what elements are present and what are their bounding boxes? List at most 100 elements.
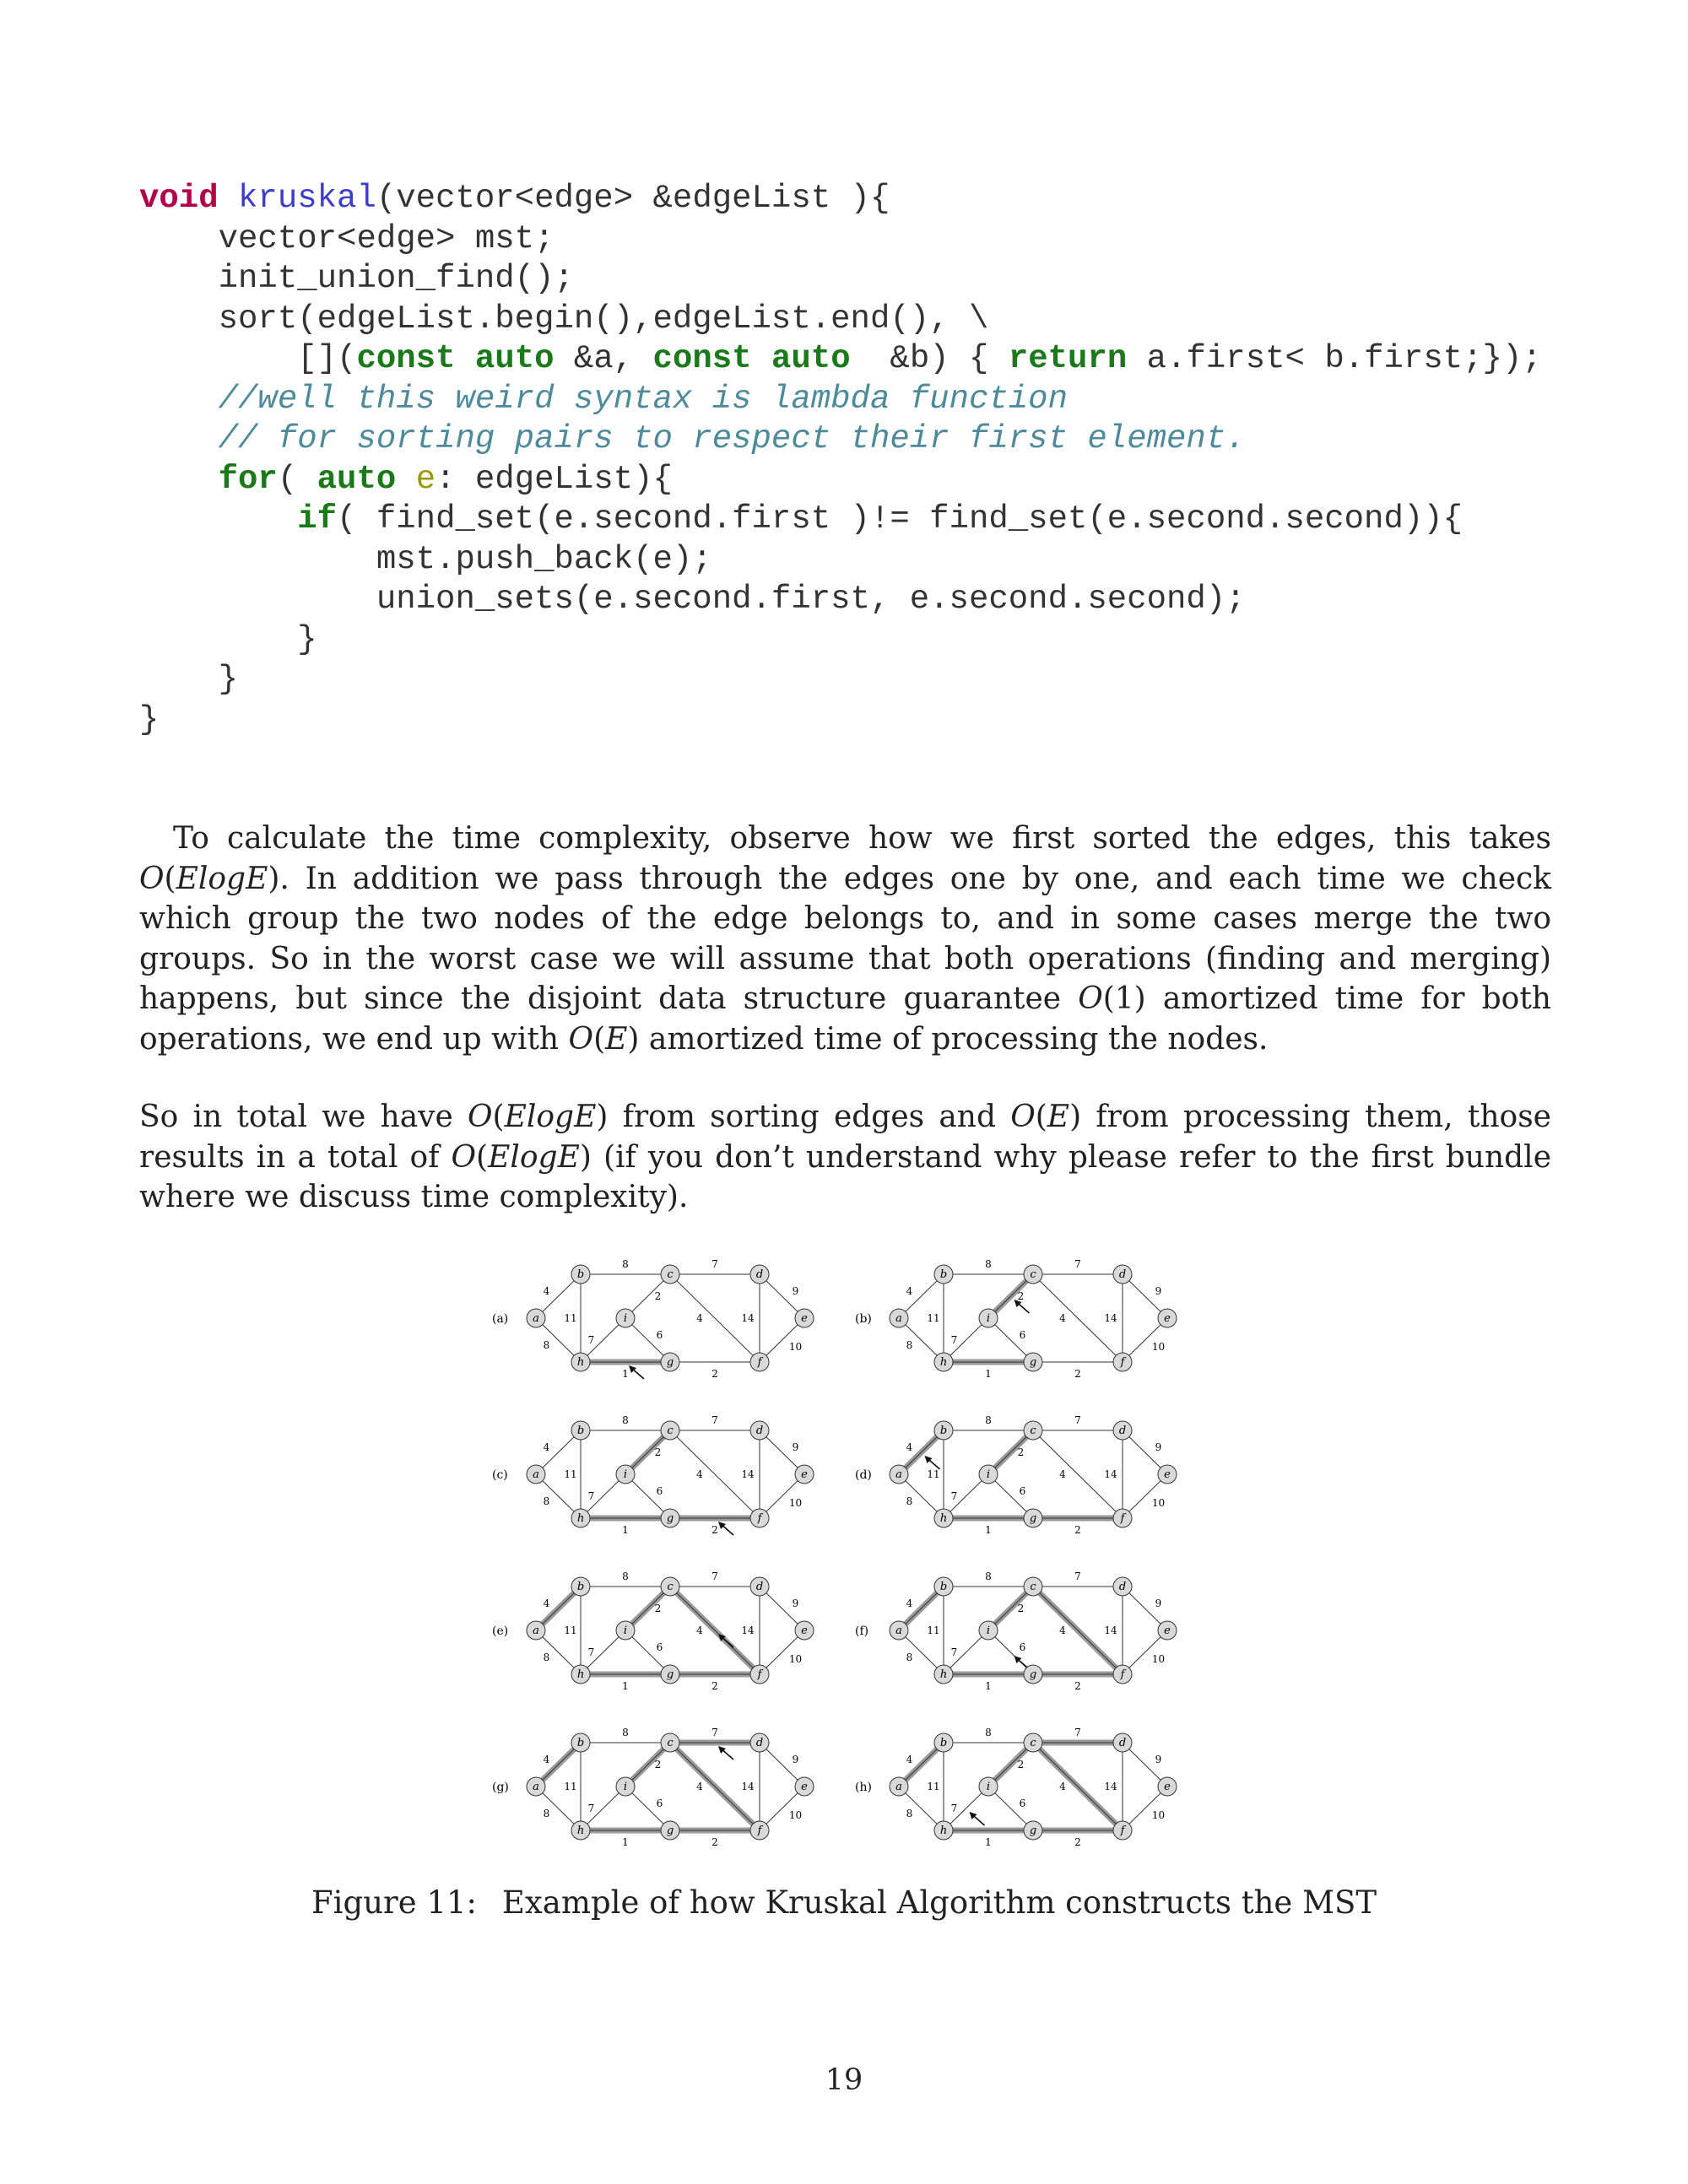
graph-edge — [987, 1473, 1034, 1519]
panel-label: (a) — [492, 1312, 508, 1326]
panel-label: (h) — [855, 1781, 872, 1794]
edge-weight-label: 10 — [789, 1341, 802, 1353]
code-token: (vector<edge> &edgeList ){ — [376, 180, 890, 217]
node-label: c — [667, 1581, 674, 1593]
graph-node — [1023, 1576, 1043, 1597]
graph-edge — [535, 1473, 582, 1519]
arrow-head-icon — [718, 1746, 726, 1754]
graph-node — [571, 1352, 591, 1372]
node-label: c — [667, 1268, 674, 1281]
graph-edge — [759, 1786, 805, 1831]
node-label: h — [577, 1512, 584, 1525]
edge-weight-label: 10 — [789, 1809, 802, 1821]
graph-node — [749, 1820, 770, 1841]
edge-weight-label: 1 — [622, 1368, 629, 1380]
graph-node — [794, 1464, 814, 1484]
edge-weight-label: 4 — [906, 1441, 913, 1453]
code-line: vector<edge> mst; — [139, 219, 1574, 260]
graph-node — [571, 1508, 591, 1528]
edge-weight-label: 7 — [951, 1803, 958, 1814]
math-symbol: E — [1047, 1100, 1070, 1134]
code-token: auto — [474, 340, 555, 377]
graph-edge — [1032, 1742, 1123, 1831]
edge-weight-label: 2 — [1018, 1759, 1025, 1770]
math-symbol: O — [1078, 981, 1103, 1016]
graph-edge — [580, 1786, 626, 1831]
math-symbol: O — [1010, 1100, 1036, 1134]
graph-node — [660, 1508, 680, 1528]
graph-node — [978, 1776, 998, 1797]
edge-weight-label: 7 — [711, 1414, 718, 1426]
graph-edge — [898, 1630, 944, 1675]
node-label: d — [1119, 1737, 1126, 1749]
math-symbol: ElogE — [176, 861, 268, 896]
node-label: i — [624, 1468, 627, 1481]
edge-weight-label: 4 — [544, 1597, 550, 1609]
graph-node — [933, 1352, 954, 1372]
edge-weight-label: 8 — [544, 1808, 550, 1819]
graph-node — [749, 1264, 770, 1284]
graph-edge — [898, 1786, 944, 1831]
math-symbol: O — [468, 1100, 493, 1134]
edge-weight-label: 9 — [1155, 1597, 1162, 1609]
graph-node — [749, 1508, 770, 1528]
edge-weight-label: 7 — [588, 1490, 595, 1502]
edge-weight-label: 7 — [588, 1334, 595, 1346]
code-token: init_union_find(); — [139, 260, 574, 297]
code-line: mst.push_back(e); — [139, 540, 1574, 581]
edge-weight-label: 6 — [1020, 1797, 1026, 1809]
code-line: } — [139, 700, 1574, 741]
edge-weight-label: 6 — [1020, 1641, 1026, 1653]
graph-node — [615, 1620, 636, 1641]
edge-weight-label: 2 — [711, 1368, 718, 1380]
edge-weight-label: 7 — [1074, 1414, 1081, 1426]
node-label: i — [987, 1468, 990, 1481]
node-label: d — [756, 1424, 763, 1437]
edge-weight-label: 4 — [696, 1624, 703, 1636]
edge-weight-label: 4 — [1059, 1312, 1066, 1324]
node-label: f — [757, 1512, 764, 1525]
graph-node — [526, 1620, 546, 1641]
math-symbol: ElogE — [488, 1139, 580, 1175]
node-label: h — [940, 1512, 947, 1525]
arrow-head-icon — [969, 1812, 977, 1819]
graph-edge — [625, 1586, 671, 1631]
node-label: e — [1164, 1781, 1171, 1793]
edge-weight-label: 10 — [1152, 1497, 1165, 1509]
edge-weight-label: 10 — [789, 1653, 802, 1665]
node-label: h — [577, 1825, 584, 1837]
text-run: (1) amortized time for both operations, … — [139, 981, 1551, 1057]
graph-node — [1112, 1664, 1133, 1684]
edge-weight-label: 2 — [1018, 1603, 1025, 1614]
graph-node — [889, 1776, 909, 1797]
node-label: h — [940, 1356, 947, 1369]
graph-edge — [1122, 1430, 1168, 1475]
node-label: a — [895, 1312, 902, 1325]
graph-edge — [625, 1742, 671, 1787]
edge-weight-label: 1 — [622, 1836, 629, 1848]
graph-edge — [759, 1742, 805, 1787]
node-label: g — [1030, 1668, 1036, 1681]
edge-weight-label: 2 — [711, 1680, 718, 1692]
graph-edge — [759, 1586, 805, 1631]
code-token: mst.push_back(e); — [139, 540, 712, 578]
text-run: ) (if you don’t understand why please re… — [139, 1139, 1552, 1215]
graph-node — [1112, 1733, 1133, 1753]
graph-node — [794, 1620, 814, 1641]
node-label: g — [667, 1356, 674, 1369]
node-label: h — [940, 1668, 947, 1681]
edge-weight-label: 1 — [622, 1524, 629, 1536]
node-label: g — [1030, 1512, 1036, 1525]
graph-edge — [898, 1586, 944, 1631]
complexity-paragraph: To calculate the time complexity, observ… — [139, 819, 1551, 1059]
graph-node — [933, 1576, 954, 1597]
graph-edge — [1122, 1786, 1168, 1831]
code-token: ( — [277, 460, 317, 498]
code-line: init_union_find(); — [139, 259, 1574, 300]
graph-edge — [535, 1786, 582, 1831]
